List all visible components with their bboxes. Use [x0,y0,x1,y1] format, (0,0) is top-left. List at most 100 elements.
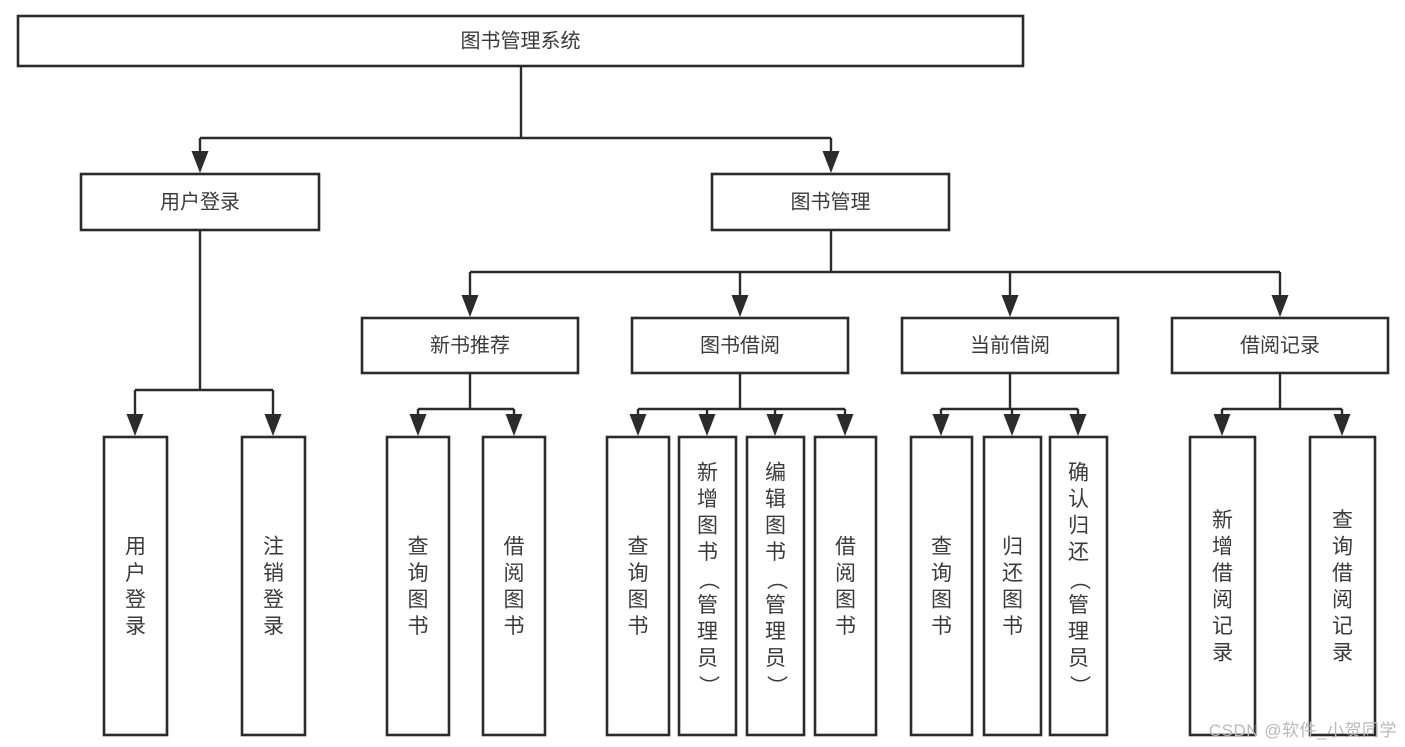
edge-group [409,373,523,436]
node-label-char: 阅 [1212,589,1233,612]
node-label: 用户登录 [160,190,240,213]
node-user-login[interactable]: 用户登录 [79,172,321,232]
node-box [909,435,974,737]
node-leaf-user-login[interactable]: 用户登录 [102,435,169,737]
edge-arrowhead [1003,414,1021,436]
node-current-borrow[interactable]: 当前借阅 [900,316,1120,375]
node-label-char: 阅 [835,562,856,585]
node-label-char: 管 [1068,594,1089,617]
node-label-char: 图 [835,589,856,612]
node-label-char: 询 [1332,536,1353,559]
node-box [240,435,307,737]
node-label: 图书管理系统 [461,29,581,52]
node-box [900,316,1120,375]
node-label-char: 录 [1212,642,1233,665]
node-label-char: 员 [765,647,786,670]
node-label-char: 录 [1332,642,1353,665]
node-label-char: 阅 [1332,589,1353,612]
edge-arrowhead [731,295,749,317]
node-box [385,435,451,737]
edge-arrowhead [698,414,716,436]
node-label-char: 增 [697,488,718,511]
node-label-char: （ [765,569,788,590]
node-label-char: 图 [504,589,525,612]
edge-arrowhead [836,414,854,436]
node-label-char: 新 [1212,509,1233,532]
node-label-char: 图 [408,589,429,612]
node-label-char: 员 [1068,647,1089,670]
node-box [677,435,738,737]
node-label-char: 用 [125,536,146,559]
node-box [1048,435,1109,737]
edge-arrowhead [932,414,950,436]
node-label-char: 借 [1332,562,1353,585]
node-box [360,316,580,375]
node-label: 图书借阅 [700,334,780,357]
node-label-char: 确 [1068,462,1089,485]
node-label-char: 注 [263,536,284,559]
edge-group [932,373,1087,436]
node-label-char: 还 [1002,562,1023,585]
node-borrow-record[interactable]: 借阅记录 [1170,316,1390,375]
node-label-char: 管 [697,594,718,617]
node-box [745,435,806,737]
node-box [813,435,878,737]
node-label: 借阅记录 [1240,334,1320,357]
node-label-char: 图 [1002,589,1023,612]
node-label-char: 询 [628,562,649,585]
edge-arrowhead [126,414,144,436]
node-label-char: 增 [1212,536,1233,559]
node-root[interactable]: 图书管理系统 [16,14,1025,68]
node-box [102,435,169,737]
node-label-char: 询 [408,562,429,585]
node-label-char: 辑 [765,488,786,511]
node-label-char: 录 [125,615,146,638]
edge-arrowhead [822,151,840,173]
node-label-char: 图 [628,589,649,612]
node-label-char: （ [1068,569,1091,590]
node-label-char: 户 [125,562,146,585]
node-label-char: 查 [931,536,952,559]
node-label-char: 查 [1332,509,1353,532]
node-label-char: 记 [1332,615,1353,638]
node-label-char: 书 [765,541,786,564]
edge-arrowhead [766,414,784,436]
node-label-char: 借 [504,536,525,559]
node-label-char: 员 [697,647,718,670]
node-label-char: 管 [765,594,786,617]
node-book-borrow[interactable]: 图书借阅 [630,316,850,375]
node-label-char: 记 [1212,615,1233,638]
node-box [16,14,1025,68]
node-label-char: ） [1068,675,1091,696]
edge-arrowhead [461,295,479,317]
node-box [79,172,321,232]
node-label-char: ） [697,675,720,696]
node-label-char: 书 [835,615,856,638]
node-label-char: 登 [263,589,284,612]
node-new-book-recommend[interactable]: 新书推荐 [360,316,580,375]
edge-arrowhead [1333,414,1351,436]
edges-layer [126,66,1351,436]
node-label-char: 书 [1002,615,1023,638]
node-book-manage[interactable]: 图书管理 [710,172,951,232]
node-label-char: 查 [628,536,649,559]
node-label-char: 阅 [504,562,525,585]
edge-arrowhead [264,414,282,436]
node-label-char: 书 [504,615,525,638]
node-label-char: 借 [835,536,856,559]
node-label: 当前借阅 [970,334,1050,357]
edge-group [126,230,282,436]
